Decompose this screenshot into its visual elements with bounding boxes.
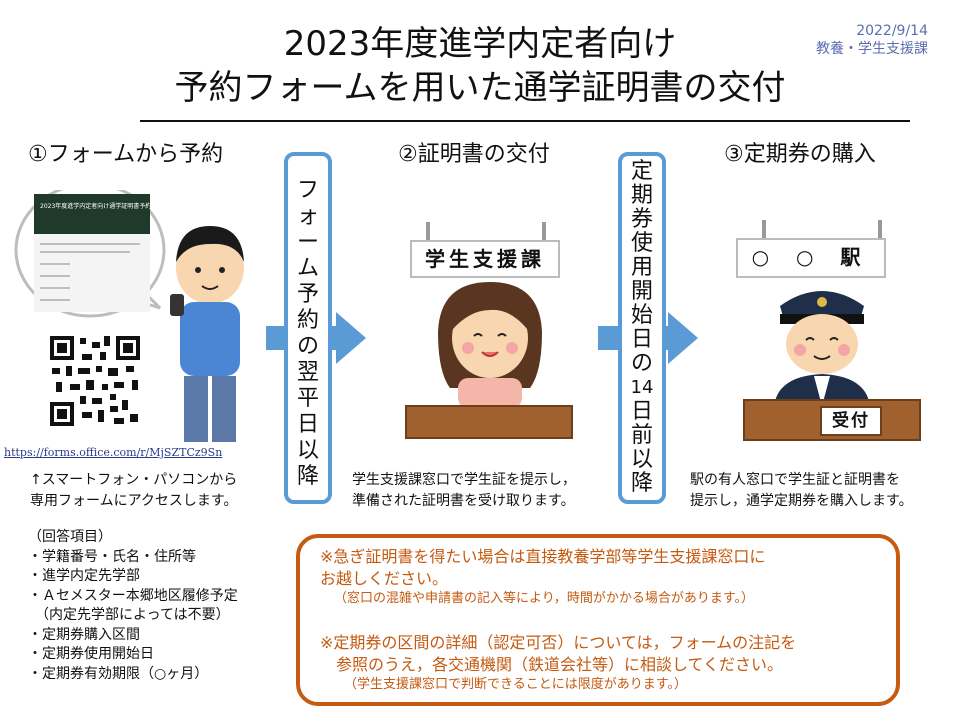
- station-attendant: [774, 291, 870, 406]
- step3-caption: 駅の有人窓口で学生証と証明書を 提示し，通学定期券を購入します。: [690, 470, 913, 512]
- list-item: （回答項目）: [28, 529, 112, 545]
- counter-sign: 学生支援課: [410, 240, 560, 278]
- note-urgent-sub: （窓口の混雑や申請書の記入等により，時間がかかる場合があります。）: [334, 591, 755, 606]
- step2-caption-line1: 学生支援課窓口で学生証を提示し，: [352, 472, 576, 488]
- phone-screen-title: 2023年度進学内定者向け通学証明書予約フォーム: [40, 202, 175, 210]
- step3-heading: ③定期券の購入: [724, 142, 876, 167]
- step1-illustration: 2023年度進学内定者向け通学証明書予約フォーム: [14, 190, 244, 442]
- form-url-link[interactable]: https://forms.office.com/r/MjSZTCz9Sn: [4, 446, 223, 459]
- form-items-list: （回答項目） ・学籍番号・氏名・住所等 ・進学内定先学部 ・Ａセメスター本郷地区…: [28, 528, 238, 684]
- step2-caption: 学生支援課窓口で学生証を提示し， 準備された証明書を受け取ります。: [352, 470, 576, 512]
- step2-heading: ②証明書の交付: [398, 142, 550, 167]
- step1-caption-line2: 専用フォームにアクセスします。: [30, 493, 238, 509]
- department-name: 教養・学生支援課: [816, 41, 928, 57]
- qr-code[interactable]: [48, 334, 142, 428]
- list-item: ・定期券使用開始日: [28, 646, 154, 662]
- list-item: ・定期券購入区間: [28, 626, 140, 643]
- step1-caption: ↑スマートフォン・パソコンから 専用フォームにアクセスします。: [30, 470, 237, 512]
- note-route: ※定期券の区間の詳細（認定可否）については，フォームの注記を 参照のうえ，各交通…: [320, 632, 796, 694]
- list-item: ・定期券有効期限（○ヶ月）: [28, 665, 209, 682]
- clerk: [438, 282, 542, 408]
- title-divider: [140, 120, 910, 122]
- note-route-sub: （学生支援課窓口で判断できることには限度があります。）: [344, 677, 687, 692]
- note-route-line1: ※定期券の区間の詳細（認定可否）については，フォームの注記を: [320, 633, 797, 652]
- notes-box: ※急ぎ証明書を得たい場合は直接教養学部等学生支援課窓口に お越しください。 （窓…: [296, 534, 900, 706]
- reception-sign: 受付: [820, 406, 882, 436]
- date-block: 2022/9/14 教養・学生支援課: [816, 22, 928, 58]
- step2-timing-text: 定 期 券 使 用 開 始 日 の 14 日 前 以 降: [630, 159, 654, 496]
- page-title-line1: 2023年度進学内定者向け: [283, 24, 677, 64]
- step1-timing-text: フ ォ ー ム 予 約 の 翌 平 日 以 降: [296, 178, 319, 489]
- step2-timing-box: 定 期 券 使 用 開 始 日 の 14 日 前 以 降: [618, 152, 666, 504]
- step3-caption-line2: 提示し，通学定期券を購入します。: [690, 493, 913, 509]
- list-item: ・学籍番号・氏名・住所等: [28, 548, 196, 565]
- step1-timing-box: フ ォ ー ム 予 約 の 翌 平 日 以 降: [284, 152, 332, 504]
- note-urgent-line2: お越しください。: [320, 569, 449, 588]
- step1-heading: ①フォームから予約: [28, 142, 224, 167]
- page-title-line2: 予約フォームを用いた通学証明書の交付: [174, 68, 786, 108]
- step1-caption-line1: ↑スマートフォン・パソコンから: [30, 472, 238, 488]
- note-urgent-line1: ※急ぎ証明書を得たい場合は直接教養学部等学生支援課窓口に: [320, 547, 766, 566]
- step2-caption-line2: 準備された証明書を受け取ります。: [352, 493, 575, 509]
- note-route-line2: 参照のうえ，各交通機関（鉄道会社等）に相談してください。: [336, 655, 784, 674]
- step3-caption-line1: 駅の有人窓口で学生証と証明書を: [690, 472, 900, 488]
- list-item: （内定先学部によっては不要）: [28, 607, 230, 623]
- station-sign: ○ ○ 駅: [736, 238, 886, 278]
- note-urgent: ※急ぎ証明書を得たい場合は直接教養学部等学生支援課窓口に お越しください。 （窓…: [320, 546, 765, 608]
- list-item: ・進学内定先学部: [28, 568, 140, 584]
- issue-date: 2022/9/14: [856, 23, 928, 39]
- list-item: ・Ａセメスター本郷地区履修予定: [28, 587, 238, 604]
- step2-illustration: [405, 222, 573, 439]
- student-with-phone: [170, 226, 244, 442]
- phone-screen-bubble: 2023年度進学内定者向け通学証明書予約フォーム: [14, 190, 175, 318]
